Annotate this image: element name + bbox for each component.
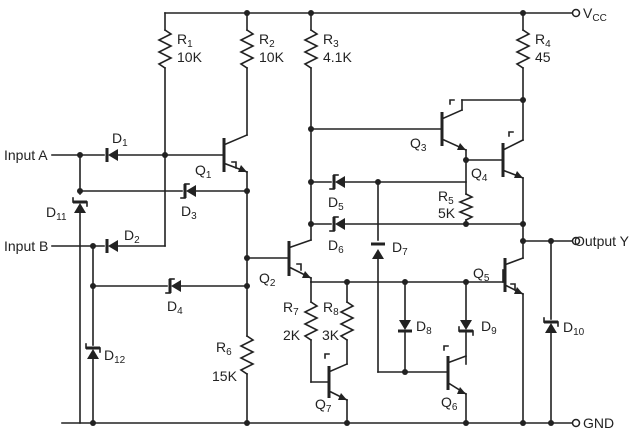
- resistor-r8: [339, 300, 355, 342]
- diode-d4: [165, 278, 181, 294]
- resistor-r4: [515, 28, 531, 70]
- r3-value: 4.1K: [323, 49, 352, 65]
- transistor-q1: [222, 133, 249, 174]
- gnd-label: GND: [583, 415, 614, 431]
- r5-value: 5K: [438, 205, 456, 221]
- input-a-label: Input A: [4, 147, 48, 163]
- diode-d6: [329, 216, 345, 232]
- d3-label: D3: [181, 203, 197, 222]
- q3-label: Q3: [410, 135, 427, 154]
- r3-label: R3: [323, 31, 339, 50]
- d5-label: D5: [328, 194, 344, 213]
- q6-label: Q6: [441, 394, 458, 413]
- d8-label: D8: [416, 318, 432, 337]
- r2-label: R2: [259, 31, 275, 50]
- resistor-r1: [157, 28, 173, 70]
- r2-value: 10K: [259, 49, 285, 65]
- diode-d2: [105, 239, 118, 253]
- resistor-r6: [239, 334, 255, 376]
- junction-dots: [77, 10, 554, 426]
- output-terminal: [571, 236, 581, 246]
- d10-label: D10: [563, 319, 585, 338]
- r7-label: R7: [283, 299, 299, 318]
- r6-value: 15K: [212, 368, 238, 384]
- resistor-r5: [457, 192, 475, 222]
- q4-label: Q4: [471, 165, 488, 184]
- q7-label: Q7: [315, 396, 332, 415]
- transistor-q2: [287, 238, 313, 280]
- r8-label: R8: [323, 299, 339, 318]
- resistor-r2: [239, 28, 255, 70]
- vcc-label: VCC: [583, 5, 607, 24]
- diode-d10: [543, 317, 559, 333]
- d4-label: D4: [167, 298, 183, 317]
- transistor-q3: [440, 99, 468, 152]
- transistor-q5: [503, 256, 525, 296]
- output-y-label: Output Y: [574, 233, 630, 249]
- diode-d3: [180, 183, 196, 199]
- diode-d11: [72, 197, 88, 213]
- resistor-r7: [303, 300, 319, 342]
- vcc-terminal: [571, 8, 581, 18]
- diode-d7: [371, 242, 385, 259]
- r8-value: 3K: [322, 327, 340, 343]
- transistor-q7: [324, 353, 349, 402]
- d6-label: D6: [328, 237, 344, 256]
- r1-value: 10K: [177, 49, 203, 65]
- diode-d1: [105, 148, 118, 162]
- d11-label: D11: [46, 204, 67, 223]
- transistor-q4: [501, 131, 525, 180]
- r1-label: R1: [177, 31, 193, 50]
- diode-d8: [398, 320, 412, 333]
- r6-label: R6: [216, 339, 232, 358]
- q5-label: Q5: [473, 265, 490, 284]
- transistor-q6: [443, 345, 468, 396]
- r4-value: 45: [535, 49, 551, 65]
- gnd-terminal: [571, 418, 581, 428]
- r4-label: R4: [535, 31, 551, 50]
- diode-d12: [85, 343, 101, 359]
- q1-label: Q1: [195, 162, 212, 181]
- d9-label: D9: [481, 318, 497, 337]
- d1-label: D1: [112, 130, 128, 149]
- resistor-r3: [303, 28, 319, 70]
- r7-value: 2K: [283, 327, 301, 343]
- input-b-label: Input B: [4, 238, 48, 254]
- d12-label: D12: [104, 347, 126, 366]
- q2-label: Q2: [259, 270, 276, 289]
- d7-label: D7: [392, 239, 408, 258]
- d2-label: D2: [124, 227, 140, 246]
- r5-label: R5: [438, 188, 454, 207]
- diode-d5: [329, 174, 345, 190]
